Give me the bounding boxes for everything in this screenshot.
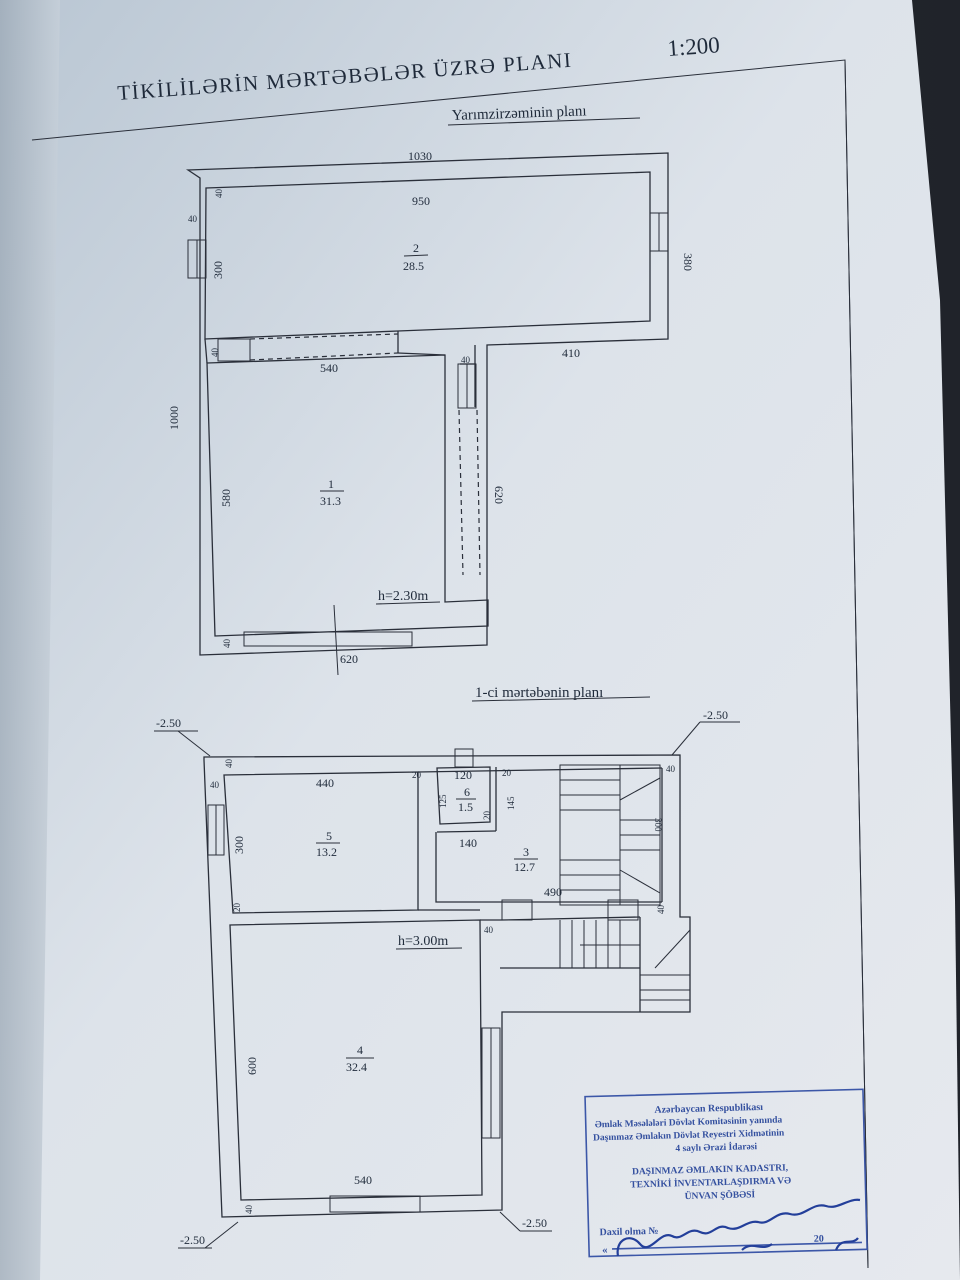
stamp-year-prefix: 20 (814, 1233, 824, 1244)
stamp-line-2: Əmlak Məsələləri Dövlət Komitəsinin yanı… (595, 1115, 783, 1130)
stamp-line-4: 4 saylı Ərazi İdarəsi (675, 1140, 757, 1154)
dim-40-lower-e: 40 (484, 925, 494, 935)
dim-490: 490 (544, 885, 562, 899)
stamp-line-1: Azərbaycan Respublikası (654, 1102, 763, 1116)
stamp-line-8: Daxil olma № (599, 1226, 658, 1239)
room-3-area: 12.7 (514, 860, 535, 874)
dim-620-horizontal: 620 (340, 652, 358, 666)
dim-40-lower-c: 40 (666, 764, 676, 774)
room-3-number: 3 (523, 845, 529, 859)
dim-40-b: 40 (188, 214, 198, 224)
dim-140: 140 (459, 836, 477, 850)
dim-20-d: 20 (232, 903, 242, 913)
dim-40-a: 40 (214, 189, 224, 199)
dim-40-e: 40 (222, 639, 232, 649)
scale-label: 1:200 (667, 32, 721, 61)
dim-40-lower-a: 40 (224, 759, 234, 769)
dim-145: 145 (506, 796, 516, 810)
ceiling-height-lower: h=3.00m (398, 934, 448, 949)
elevation-bottom-left: -2.50 (180, 1233, 205, 1247)
room-2-number: 2 (413, 241, 419, 255)
dim-40-lower-f: 40 (244, 1205, 254, 1215)
lower-plan-title: 1-ci mərtəbənin planı (475, 685, 603, 701)
dim-950: 950 (412, 194, 430, 208)
dim-40-lower-b: 40 (210, 780, 220, 790)
dim-600: 600 (245, 1057, 259, 1075)
dim-20-b: 20 (502, 768, 512, 778)
elevation-top-right: -2.50 (703, 708, 728, 722)
dim-300-upper: 300 (211, 261, 225, 279)
dim-410: 410 (562, 346, 580, 360)
dim-620-vertical: 620 (492, 486, 506, 504)
dim-580: 580 (219, 489, 233, 507)
dim-120: 120 (454, 768, 472, 782)
room-4-area: 32.4 (346, 1060, 367, 1074)
room-5-number: 5 (326, 829, 332, 843)
room-6-number: 6 (464, 785, 470, 799)
dim-40-d: 40 (461, 355, 471, 365)
staircase-lower (559, 920, 691, 1001)
handwritten-signature (616, 1198, 861, 1257)
paper-fold-shadow (0, 0, 60, 1280)
dim-1030: 1030 (408, 149, 432, 163)
dim-540-upper: 540 (320, 361, 338, 375)
room-4-number: 4 (357, 1043, 363, 1057)
first-floor-plan (203, 748, 691, 1218)
dim-20-c: 20 (482, 811, 492, 821)
dim-20-a: 20 (412, 770, 422, 780)
staircase-upper (559, 764, 661, 906)
dim-300-lower: 300 (232, 836, 246, 854)
dim-125: 125 (438, 794, 448, 808)
dim-40-c: 40 (210, 348, 220, 358)
dim-1000: 1000 (167, 406, 181, 430)
stamp-line-5: DAŞINMAZ ƏMLAKIN KADASTRI, (632, 1163, 789, 1177)
dim-380: 380 (681, 253, 695, 271)
stamp-line-7: ÜNVAN ŞÖBƏSİ (684, 1187, 755, 1202)
dim-40-lower-d: 40 (656, 905, 666, 915)
elevation-top-left: -2.50 (156, 716, 181, 730)
elevation-bottom-right: -2.50 (522, 1216, 547, 1230)
room-1-area: 31.3 (320, 494, 341, 508)
dim-540-lower: 540 (354, 1173, 372, 1187)
room-1-number: 1 (328, 477, 334, 491)
stamp-quote: « (602, 1244, 608, 1256)
ceiling-height-upper: h=2.30m (378, 589, 428, 604)
upper-floor-plan (185, 152, 669, 676)
dim-440: 440 (316, 776, 334, 790)
dim-300-stair: 300 (653, 818, 663, 832)
upper-plan-title: Yarımzirzəminin planı (452, 103, 587, 124)
room-2-area: 28.5 (403, 259, 424, 273)
room-6-area: 1.5 (458, 800, 473, 814)
room-5-area: 13.2 (316, 845, 337, 859)
